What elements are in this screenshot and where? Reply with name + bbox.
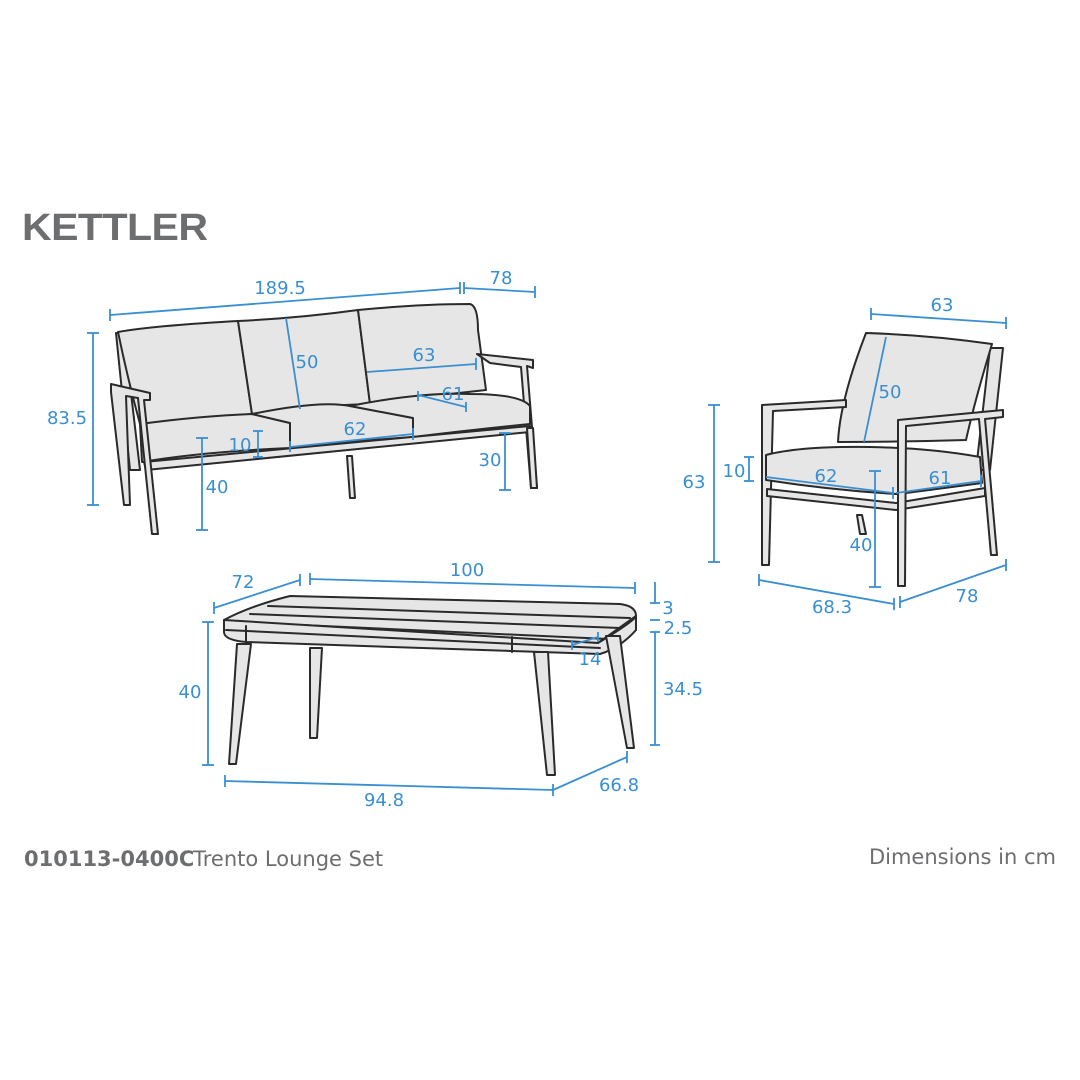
sofa-clearance-label: 30 [479,450,502,471]
sofa-width-label: 189.5 [254,278,306,299]
armchair-depth-label: 78 [956,586,979,607]
armchair-width-label: 68.3 [812,597,852,618]
table-top-width-label: 100 [450,560,484,581]
armchair-seat-width-label: 62 [815,466,838,487]
sofa-seat-depth-label: 61 [442,384,465,405]
table-top-thickness-label: 3 [662,598,673,619]
sofa-drawing [110,303,538,535]
armchair-seat-depth-label: 61 [929,468,952,489]
table-height-label: 40 [179,682,202,703]
units-note: Dimensions in cm [868,845,1056,869]
sofa-seat-height-label: 40 [206,477,229,498]
product-name: Trento Lounge Set [193,847,384,871]
sofa-seat-width-label: 62 [344,419,367,440]
table-base-depth-label: 66.8 [599,775,639,796]
sofa-depth-label: 78 [490,268,513,289]
sofa-dimensions: 189.5 78 83.5 50 63 61 62 10 [47,268,536,531]
product-code: 010113-0400C [24,847,195,871]
armchair-dimensions: 63 50 63 10 62 61 40 68.3 78 [683,295,1007,618]
table-dimensions: 72 100 3 2.5 34.5 14 40 94.8 [179,560,703,811]
table-slat-width-label: 14 [579,649,602,670]
table-base-width-label: 94.8 [364,790,404,811]
armchair-back-width-label: 63 [931,295,954,316]
sofa-back-width-label: 63 [413,345,436,366]
armchair-cushion-thickness-label: 10 [723,461,746,482]
armchair-seat-height-label: 40 [850,535,873,556]
table-leg-height-label: 34.5 [663,679,703,700]
table-top-depth-label: 72 [232,572,255,593]
armchair-back-height-label: 50 [879,382,902,403]
table-apron-label: 2.5 [664,618,693,639]
sofa-back-height-label: 50 [296,352,319,373]
brand-logo: KETTLER [22,207,208,249]
armchair-height-label: 63 [683,472,706,493]
sofa-height-label: 83.5 [47,408,87,429]
table-drawing [223,595,637,776]
armchair-drawing [761,332,1004,587]
sofa-cushion-thickness-label: 10 [229,435,252,456]
